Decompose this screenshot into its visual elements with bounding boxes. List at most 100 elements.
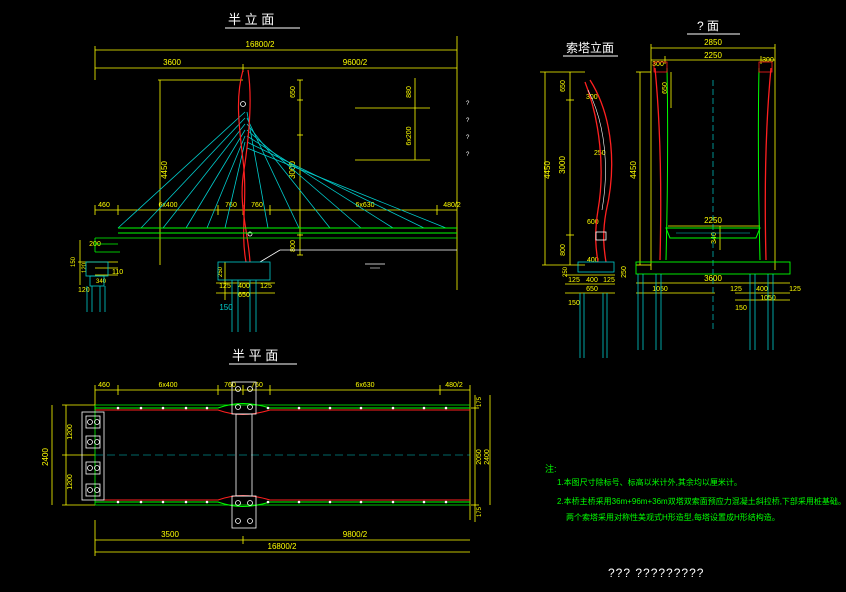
dim-plan-1200a: 1200 xyxy=(67,424,74,440)
plan-dim-lines xyxy=(51,385,491,556)
tower-side-edge-b xyxy=(589,79,613,263)
dim-plan-9800-2: 9800/2 xyxy=(343,530,368,539)
sec-right-leg-inner xyxy=(757,67,761,261)
dim-tower-650b: 650 xyxy=(586,286,598,293)
elev-dim-lines xyxy=(78,36,458,300)
plan-anchor-dot xyxy=(161,500,165,504)
dim-elev-left: 3600 xyxy=(163,58,181,67)
plan-anchor-dot xyxy=(116,500,120,504)
stay-cable-left xyxy=(185,129,246,229)
dim-elev-760a: 760 xyxy=(225,202,237,209)
sec-right-head xyxy=(758,61,773,73)
dim-plan-2400b: 2400 xyxy=(484,449,491,465)
stay-cables xyxy=(117,111,447,229)
dim-sec-4450: 4450 xyxy=(629,161,638,179)
title-half-elevation: 半 立 面 xyxy=(228,12,274,27)
title-tower-elevation: 索塔立面 xyxy=(566,40,614,55)
dim-elev-120b: 120 xyxy=(78,287,90,294)
stay-cable-right xyxy=(246,129,362,229)
plan-abutment xyxy=(81,411,105,501)
dim-elev-6x200: 6x200 xyxy=(406,126,413,145)
dim-plan-3500: 3500 xyxy=(161,530,179,539)
dim-tower-4450: 4450 xyxy=(543,161,552,179)
tower-side-foundation xyxy=(577,261,615,358)
dim-tower-125b: 125 xyxy=(603,277,615,284)
plan-anchor-dot xyxy=(184,500,188,504)
dim-tower-600: 600 xyxy=(587,219,599,226)
dim-plan-2050: 2050 xyxy=(476,449,483,465)
dim-plan-175b: 175 xyxy=(477,506,483,517)
dim-elev-110: 110 xyxy=(112,269,123,276)
dim-elev-340: 340 xyxy=(96,279,107,285)
dim-elev-6x630: 6x630 xyxy=(355,202,374,209)
plan-anchor-dot xyxy=(391,500,395,504)
dim-plan-6x630: 6x630 xyxy=(355,382,374,389)
tower-side-centerline xyxy=(587,89,606,211)
stay-cable-right xyxy=(246,117,300,229)
stay-cable-left xyxy=(162,123,246,229)
stay-cable-right xyxy=(246,147,447,229)
dim-plan-460: 460 xyxy=(98,382,110,389)
half-elevation-view: 半 立 面 xyxy=(71,12,470,332)
sec-deck xyxy=(665,227,761,239)
sec-left-head xyxy=(653,61,668,73)
plan-anchor-dot xyxy=(139,500,143,504)
plan-anchor-dot xyxy=(205,406,209,410)
dim-elev-480-2: 480/2 xyxy=(443,202,461,209)
dim-elev-120a: 120 xyxy=(82,262,88,273)
elev-tower-foundation xyxy=(217,261,271,332)
tower-elevation-view: 索塔立面 650 4450 3000 800 300 250 600 400 2… xyxy=(540,40,618,358)
stay-cable-left xyxy=(206,135,246,229)
tower-dim-lines xyxy=(540,71,615,294)
dim-sec-300a: 300 xyxy=(652,61,664,68)
dim-tower-3000: 3000 xyxy=(558,156,567,174)
notes-line-1: 1.本图尺寸除标号、标高以米计外,其余均以厘米计。 xyxy=(557,478,742,487)
side-mark-1: ? xyxy=(466,101,470,107)
sec-left-leg-outer xyxy=(654,67,662,261)
title-section: ? 面 xyxy=(697,19,719,33)
dim-sec-2850: 2850 xyxy=(704,38,722,47)
stay-cable-left xyxy=(140,117,246,229)
plan-anchor-dot xyxy=(297,500,301,504)
dim-sec-400: 400 xyxy=(756,286,768,293)
plan-cable-anchors xyxy=(116,406,448,504)
elev-abutment xyxy=(85,261,109,312)
dim-elev-400: 400 xyxy=(238,283,250,290)
dim-elev-650b: 650 xyxy=(238,292,250,299)
dim-elev-250: 250 xyxy=(218,266,224,277)
dim-elev-125b: 125 xyxy=(260,283,272,290)
dim-sec-2250: 2250 xyxy=(704,51,722,60)
dim-elev-880: 880 xyxy=(406,86,413,98)
dim-elev-3000: 3000 xyxy=(288,161,297,179)
side-mark-3: ? xyxy=(466,135,470,141)
section-dim-lines xyxy=(636,44,790,301)
sec-piles xyxy=(637,274,774,350)
notes-heading: 注: xyxy=(545,464,557,474)
plan-anchor-dot xyxy=(391,406,395,410)
dim-elev-6x400: 6x400 xyxy=(158,202,177,209)
plan-anchor-dot xyxy=(328,406,332,410)
section-view: ? 面 2850 2250 300 300 650 4450 2250 340 xyxy=(621,19,801,350)
sec-pile-cap xyxy=(635,261,791,275)
dim-plan-1200b: 1200 xyxy=(67,474,74,490)
notes-line-2: 2.本桥主桥采用36m+96m+36m双塔双索面预应力混凝土斜拉桥,下部采用桩基… xyxy=(557,497,846,506)
plan-anchor-dot xyxy=(328,500,332,504)
plan-anchor-dot xyxy=(444,500,448,504)
dim-plan-760b: 760 xyxy=(251,382,263,389)
dim-tower-250b: 250 xyxy=(563,266,569,277)
dim-elev-total: 16800/2 xyxy=(246,40,275,49)
dim-sec-125b: 125 xyxy=(789,286,801,293)
plan-anchor-dot xyxy=(139,406,143,410)
plan-anchor-dot xyxy=(184,406,188,410)
dim-sec-650: 650 xyxy=(662,82,669,94)
plan-anchor-dot xyxy=(297,406,301,410)
dim-plan-2400: 2400 xyxy=(41,448,50,466)
title-half-plan: 半 平 面 xyxy=(232,348,278,363)
dim-tower-650: 650 xyxy=(560,80,567,92)
plan-anchor-dot xyxy=(266,406,270,410)
dim-plan-16800-2: 16800/2 xyxy=(268,542,297,551)
stay-cable-right xyxy=(246,141,425,229)
bridge-drawing: 半 立 面 xyxy=(41,12,801,556)
plan-tower-foundations xyxy=(231,381,257,529)
half-plan-view: 半 平 面 460 6x400 760 7 xyxy=(41,348,491,556)
